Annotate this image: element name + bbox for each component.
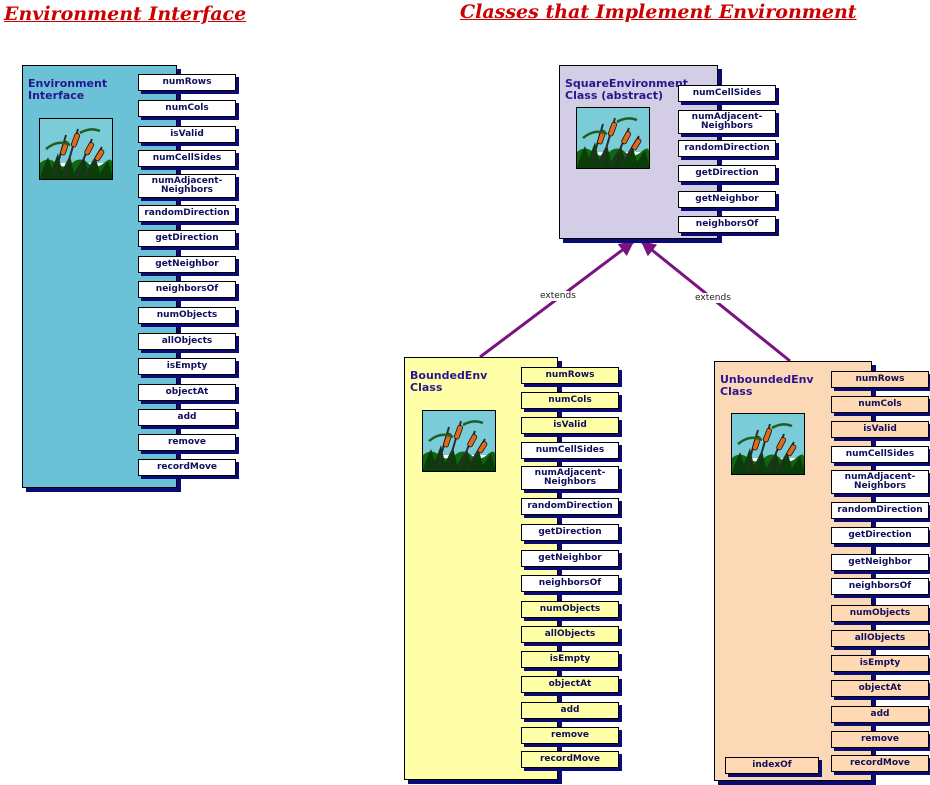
method-get-direction: getDirection: [521, 524, 619, 541]
method-get-neighbor: getNeighbor: [831, 554, 929, 571]
square-env-title: SquareEnvironment Class (abstract): [565, 77, 689, 102]
method-is-valid: isValid: [138, 126, 236, 143]
cattails-icon: [576, 107, 650, 169]
method-num-adjacent-neighbors: numAdjacent- Neighbors: [831, 470, 929, 494]
method-record-move: recordMove: [521, 751, 619, 768]
method-num-cols: numCols: [831, 396, 929, 413]
method-num-objects: numObjects: [831, 605, 929, 622]
method-get-neighbor: getNeighbor: [678, 191, 776, 208]
method-num-adjacent-neighbors: numAdjacent- Neighbors: [138, 174, 236, 198]
method-index-of: indexOf: [725, 757, 819, 774]
method-all-objects: allObjects: [831, 630, 929, 647]
method-is-empty: isEmpty: [521, 651, 619, 668]
implementing-classes-heading: Classes that Implement Environment: [460, 1, 857, 23]
method-record-move: recordMove: [831, 755, 929, 772]
method-num-cell-sides: numCellSides: [138, 150, 236, 167]
method-get-direction: getDirection: [138, 230, 236, 247]
method-get-neighbor: getNeighbor: [521, 550, 619, 567]
method-num-cols: numCols: [138, 100, 236, 117]
method-all-objects: allObjects: [521, 626, 619, 643]
method-num-rows: numRows: [831, 371, 929, 388]
environment-interface-heading: Environment Interface: [4, 3, 247, 25]
unbounded-env-title: UnboundedEnv Class: [720, 373, 814, 398]
env-interface-title: Environment Interface: [28, 77, 108, 102]
method-is-valid: isValid: [521, 417, 619, 434]
method-object-at: objectAt: [831, 680, 929, 697]
method-is-valid: isValid: [831, 421, 929, 438]
method-remove: remove: [831, 731, 929, 748]
method-remove: remove: [521, 727, 619, 744]
env-interface-box: Environment Interface numRows numCols isVal…: [22, 65, 236, 488]
method-get-neighbor: getNeighbor: [138, 256, 236, 273]
method-random-direction: randomDirection: [678, 140, 776, 157]
method-num-objects: numObjects: [138, 307, 236, 324]
method-num-adjacent-neighbors: numAdjacent- Neighbors: [521, 466, 619, 490]
method-random-direction: randomDirection: [831, 502, 929, 519]
method-neighbors-of: neighborsOf: [521, 575, 619, 592]
method-get-direction: getDirection: [831, 527, 929, 544]
method-add: add: [138, 409, 236, 426]
cattails-icon: [422, 410, 496, 472]
method-num-cell-sides: numCellSides: [521, 442, 619, 459]
method-object-at: objectAt: [138, 384, 236, 401]
method-all-objects: allObjects: [138, 333, 236, 350]
method-num-rows: numRows: [138, 74, 236, 91]
method-num-cols: numCols: [521, 392, 619, 409]
method-is-empty: isEmpty: [831, 655, 929, 672]
method-record-move: recordMove: [138, 459, 236, 476]
bounded-env-title: BoundedEnv Class: [410, 369, 488, 394]
method-num-cell-sides: numCellSides: [831, 446, 929, 463]
method-num-rows: numRows: [521, 367, 619, 384]
square-env-box: SquareEnvironment Class (abstract)numCel…: [559, 65, 776, 239]
method-num-objects: numObjects: [521, 601, 619, 618]
method-neighbors-of: neighborsOf: [138, 281, 236, 298]
method-random-direction: randomDirection: [521, 498, 619, 515]
method-object-at: objectAt: [521, 676, 619, 693]
method-neighbors-of: neighborsOf: [831, 578, 929, 595]
method-is-empty: isEmpty: [138, 358, 236, 375]
unbounded-env-box: UnboundedEnv Class numRows numCols isValid n…: [714, 361, 929, 781]
bounded-env-box: BoundedEnv Class numRows numCols isValid num…: [404, 357, 619, 780]
method-num-cell-sides: numCellSides: [678, 85, 776, 102]
method-neighbors-of: neighborsOf: [678, 216, 776, 233]
method-add: add: [831, 706, 929, 723]
cattails-icon: [39, 118, 113, 180]
method-add: add: [521, 702, 619, 719]
method-random-direction: randomDirection: [138, 205, 236, 222]
extends-label-unbounded: extends: [694, 293, 732, 303]
method-num-adjacent-neighbors: numAdjacent- Neighbors: [678, 110, 776, 134]
cattails-icon: [731, 413, 805, 475]
extends-label-bounded: extends: [539, 291, 577, 301]
method-get-direction: getDirection: [678, 165, 776, 182]
method-remove: remove: [138, 434, 236, 451]
